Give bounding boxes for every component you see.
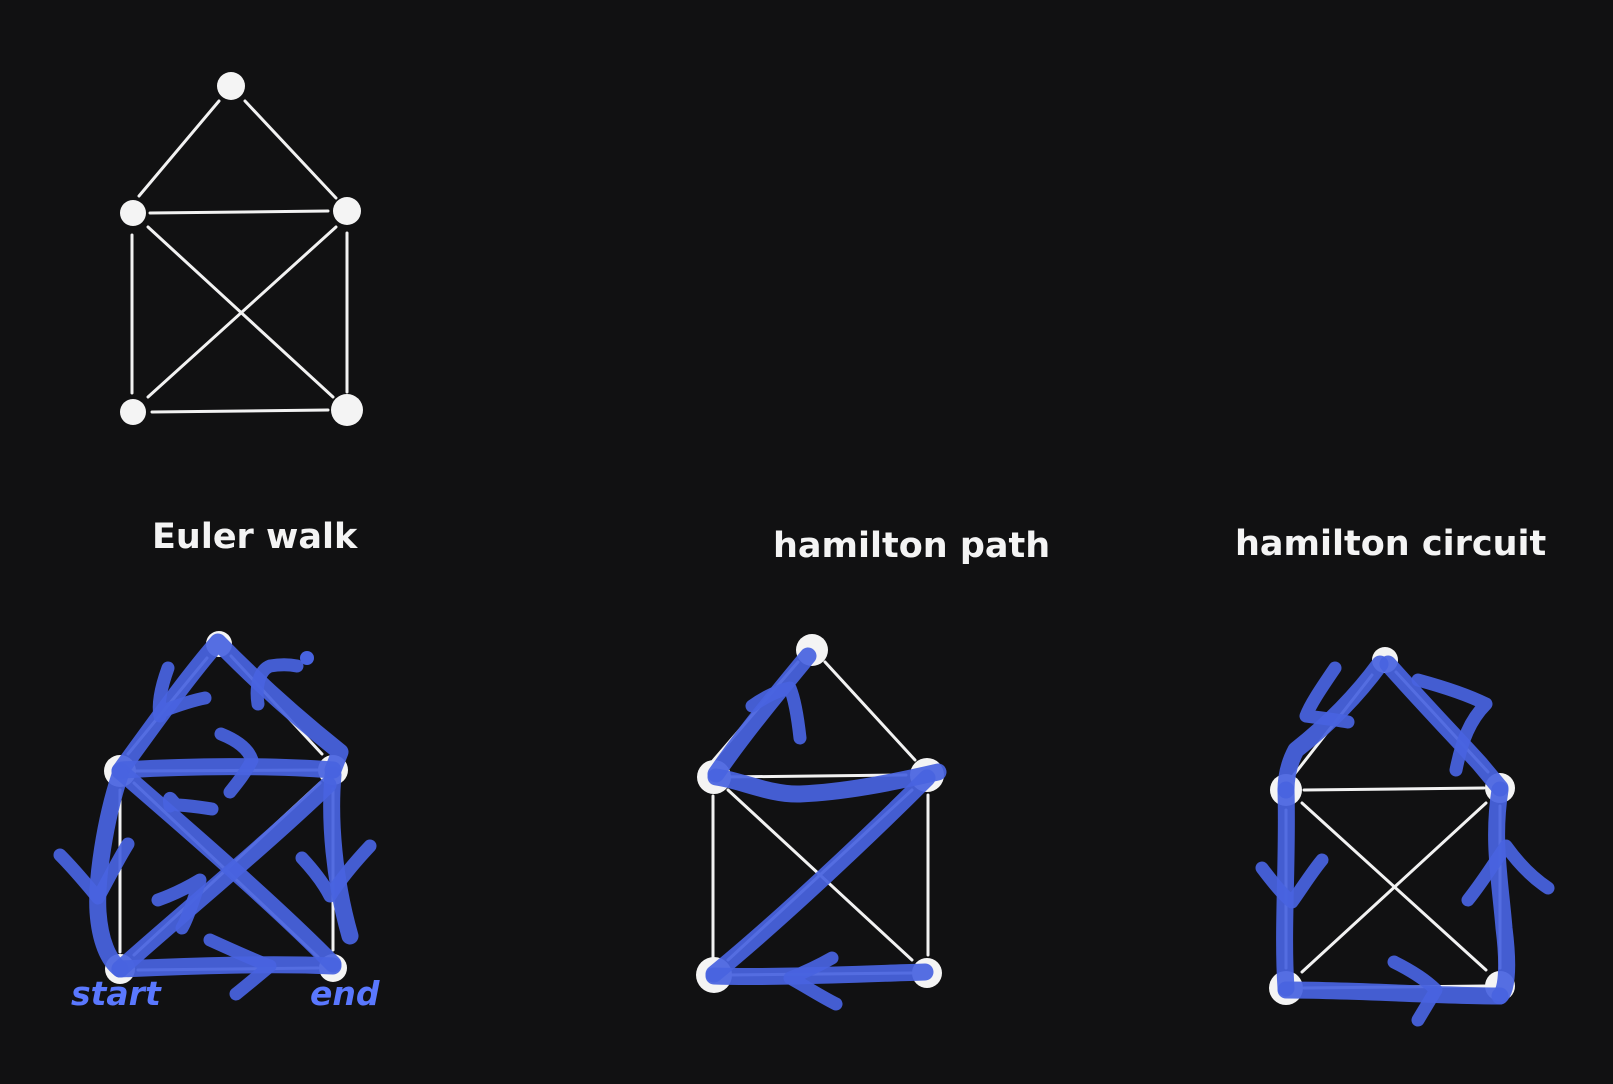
euler-stroke-bottom — [111, 956, 342, 978]
euler-ink-dot — [300, 651, 314, 665]
node-lower-left — [120, 399, 146, 425]
hamilton-circuit-highlight — [1255, 655, 1555, 1027]
euler-arrow-top-right — [250, 658, 304, 711]
caption-hamilton-path: hamilton path — [773, 526, 1050, 566]
edge-top-upper-left — [137, 99, 221, 198]
hamilton-circuit-stroke-roof-right — [1379, 655, 1509, 797]
euler-arrow-right — [295, 839, 377, 903]
euler-arrow-cross-lower — [151, 873, 207, 935]
hamilton-path-stroke-roof — [707, 647, 817, 783]
euler-arrow-inner-left — [163, 791, 219, 816]
hamilton-circuit-arrow-roof-right — [1411, 673, 1493, 777]
node-upper-right — [333, 197, 361, 225]
node-upper-left — [120, 200, 146, 226]
edge-lower-left-lower-right — [150, 408, 330, 414]
euler-stroke-roof — [111, 633, 349, 780]
hamilton-path-stroke-bottom — [705, 963, 934, 986]
euler-stroke-right-side — [323, 766, 359, 945]
hamilton-path-arrow-bottom — [783, 951, 843, 1011]
hamilton-circuit-arrow-bottom — [1387, 955, 1443, 1027]
label-start: start — [71, 974, 162, 1013]
edge-upper-left-upper-right — [1302, 786, 1486, 792]
hamilton-circuit-stroke-right — [1488, 781, 1516, 1005]
node-lower-right — [331, 394, 363, 426]
hamilton-path-graph — [696, 634, 944, 993]
node-top — [217, 72, 245, 100]
hamilton-circuit-arrow-roof-left — [1299, 661, 1355, 729]
hamilton-path-arrow-roof — [745, 681, 807, 745]
euler-stroke-diagonal-cross — [111, 776, 337, 978]
hamilton-circuit-stroke-bottom — [1277, 981, 1509, 1005]
euler-walk-highlight — [53, 633, 377, 1001]
euler-arrow-top-left — [152, 661, 212, 723]
caption-hamilton-circuit: hamilton circuit — [1235, 524, 1546, 564]
hamilton-circuit-stroke-roof-left — [1277, 655, 1389, 799]
edge-upper-right-lower-left — [1300, 801, 1488, 974]
edge-top-upper-right — [243, 99, 338, 200]
hamilton-path-stroke-diagonal — [705, 769, 936, 983]
edge-upper-right-lower-left — [146, 225, 338, 399]
euler-arrow-left — [53, 837, 135, 905]
hamilton-circuit-arrow-right — [1461, 839, 1555, 907]
edge-top-upper-right — [823, 660, 917, 762]
euler-arrow-bottom — [203, 933, 277, 1001]
edge-upper-left-upper-right — [720, 773, 908, 779]
hamilton-path-stroke-top — [707, 763, 947, 803]
edge-upper-left-upper-right — [148, 209, 330, 215]
euler-stroke-cross-top — [113, 758, 342, 779]
reference-graph — [120, 72, 363, 426]
euler-arrow-mid — [214, 727, 259, 799]
hamilton-circuit-arrow-left — [1255, 853, 1329, 909]
caption-euler-walk: Euler walk — [152, 517, 358, 557]
hamilton-path-highlight — [705, 647, 947, 1011]
label-end: end — [310, 974, 380, 1013]
euler-stroke-left-side — [89, 766, 129, 978]
